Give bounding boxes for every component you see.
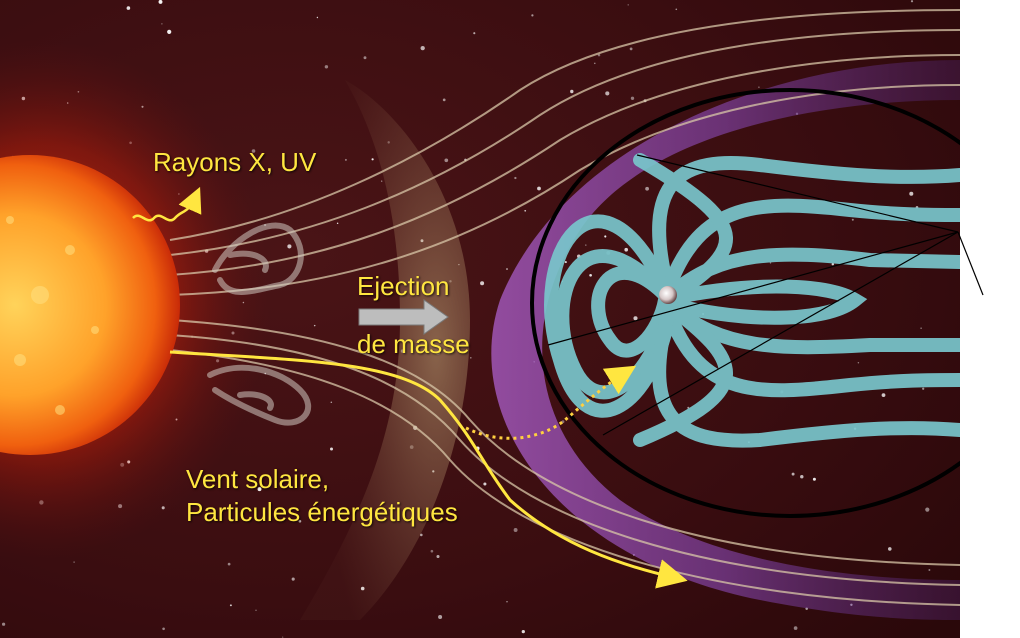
star xyxy=(675,8,678,11)
star xyxy=(167,29,172,34)
star xyxy=(298,519,302,523)
star xyxy=(282,636,284,638)
star xyxy=(630,96,635,100)
star xyxy=(793,626,798,630)
star xyxy=(161,23,163,25)
perspective-lines xyxy=(547,154,959,436)
solar-wind-arrow-icon xyxy=(169,350,688,589)
star xyxy=(881,393,886,397)
star xyxy=(910,0,914,3)
star xyxy=(570,89,574,94)
star xyxy=(513,528,518,532)
star xyxy=(444,158,449,163)
label-de-masse: de masse xyxy=(357,329,470,359)
star xyxy=(920,327,922,329)
star xyxy=(633,316,638,321)
star xyxy=(564,261,567,264)
star xyxy=(316,16,319,19)
solar-wind-field-lines xyxy=(169,9,960,606)
star xyxy=(344,158,347,161)
earth xyxy=(659,286,677,304)
star xyxy=(419,533,423,537)
star xyxy=(442,98,446,102)
star xyxy=(483,482,487,486)
star xyxy=(330,401,333,403)
star xyxy=(537,186,541,191)
star xyxy=(812,477,816,481)
magnetosphere-field-lines xyxy=(544,153,960,448)
star xyxy=(336,222,339,225)
star xyxy=(888,547,892,551)
star xyxy=(521,629,525,634)
sun-texture xyxy=(6,216,99,415)
star xyxy=(324,65,329,69)
star xyxy=(470,357,472,359)
star xyxy=(506,600,508,603)
star xyxy=(251,149,256,153)
star xyxy=(255,609,257,611)
star xyxy=(381,180,383,182)
star xyxy=(73,561,75,563)
star xyxy=(585,244,587,246)
star xyxy=(436,554,440,559)
star xyxy=(791,472,795,476)
star xyxy=(769,262,772,264)
star xyxy=(420,45,425,51)
star xyxy=(629,47,633,51)
star xyxy=(257,487,262,492)
star xyxy=(227,562,231,566)
star xyxy=(594,62,596,65)
star xyxy=(800,475,804,479)
star xyxy=(851,218,854,221)
perspective-line-outer xyxy=(957,231,984,296)
wavy-arrow-icon xyxy=(132,186,202,222)
star xyxy=(597,53,601,57)
star xyxy=(363,56,367,60)
star xyxy=(627,4,629,6)
star xyxy=(928,569,931,571)
star xyxy=(158,0,163,4)
star xyxy=(371,158,374,161)
star xyxy=(645,186,649,191)
star xyxy=(624,247,628,252)
star xyxy=(589,273,592,277)
star xyxy=(330,447,333,451)
cme-cloud xyxy=(207,222,312,426)
magnetosphere-outline xyxy=(530,88,960,518)
star xyxy=(531,14,534,17)
bow-shock xyxy=(300,80,470,620)
star xyxy=(287,244,292,249)
star xyxy=(605,91,610,96)
star xyxy=(925,507,930,512)
star xyxy=(430,549,434,553)
star xyxy=(126,6,131,10)
label-vent-solaire: Vent solaire, xyxy=(186,464,330,494)
star xyxy=(758,86,760,89)
star xyxy=(524,209,527,212)
star xyxy=(229,604,232,607)
star xyxy=(438,614,443,620)
star xyxy=(857,361,860,364)
star xyxy=(922,387,925,390)
star xyxy=(473,32,476,35)
star xyxy=(909,191,914,196)
label-particules: Particules énergétiques xyxy=(186,497,458,527)
ejection-arrow-icon xyxy=(358,299,449,335)
star xyxy=(313,324,316,327)
star xyxy=(291,577,295,581)
label-ejection: Ejection xyxy=(357,271,450,301)
star xyxy=(831,262,835,266)
star xyxy=(480,281,485,286)
star xyxy=(1,622,6,626)
dotted-arrow-icon xyxy=(465,365,637,440)
sun xyxy=(0,155,180,455)
star xyxy=(162,627,165,631)
star xyxy=(514,176,517,180)
label-xray-uv: Rayons X, UV xyxy=(153,147,317,177)
star xyxy=(604,235,607,238)
star xyxy=(506,268,508,270)
